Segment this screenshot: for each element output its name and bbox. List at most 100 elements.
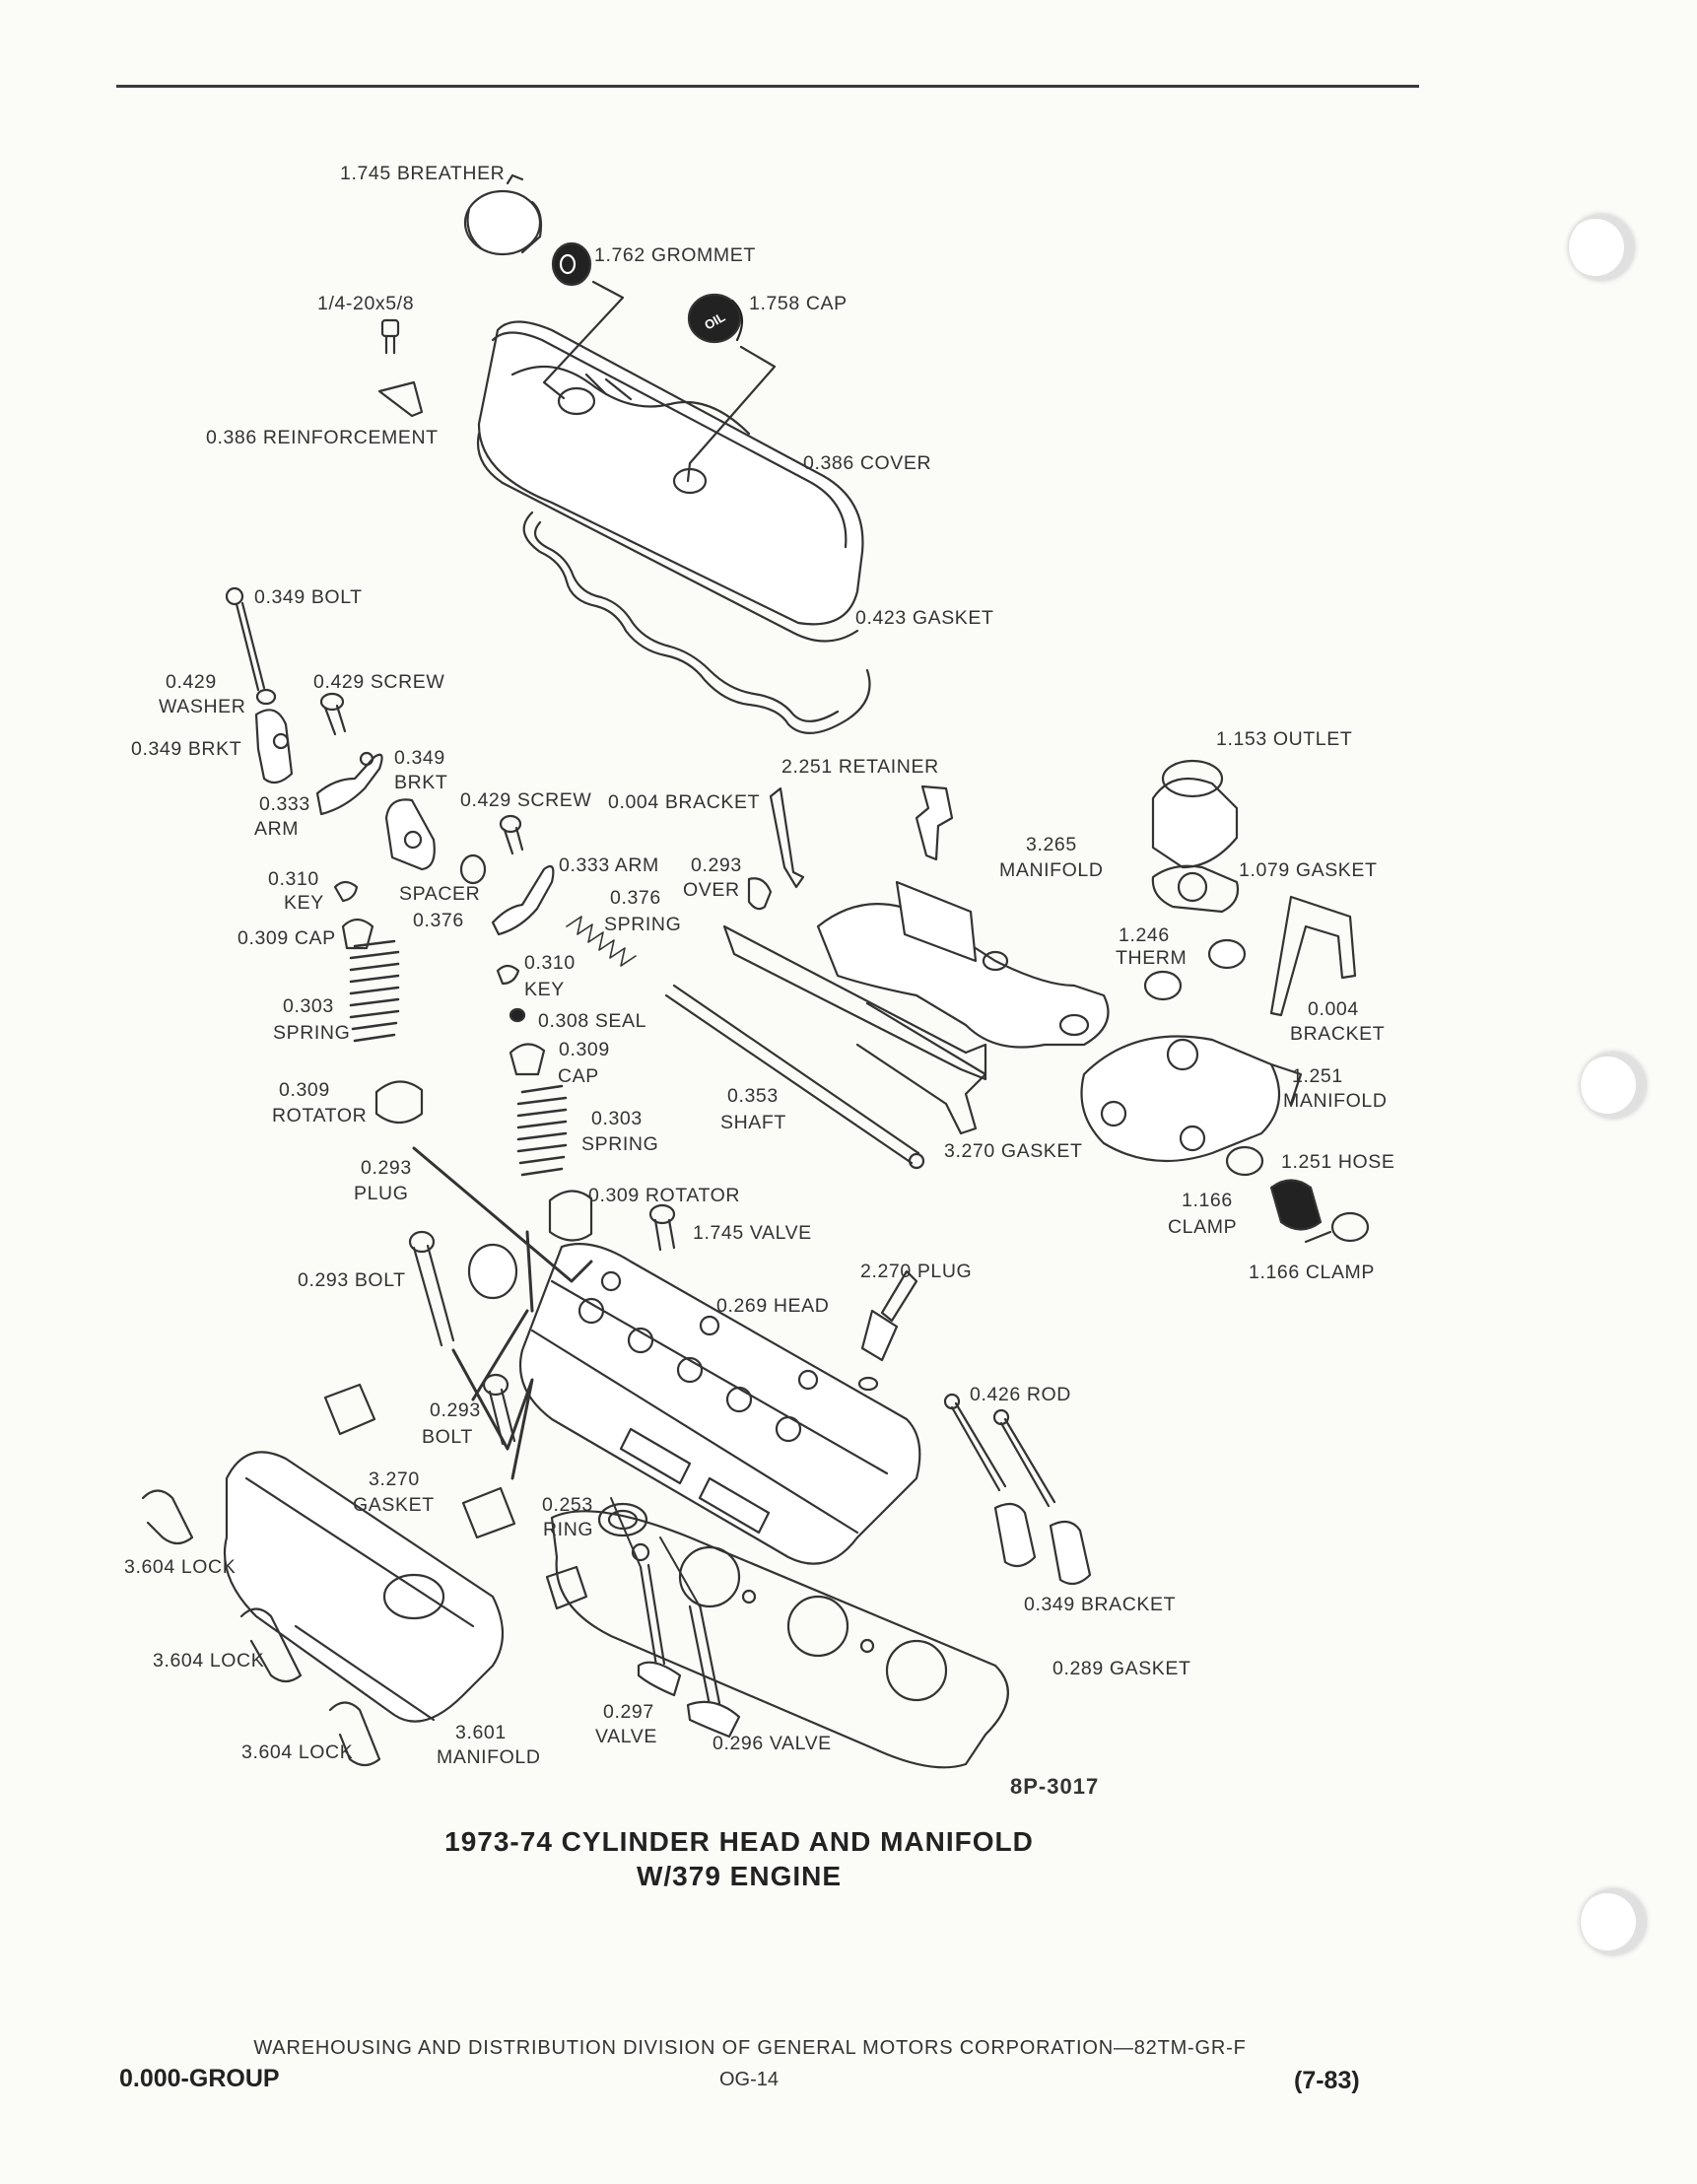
label-shaft-num: 0.353 <box>727 1085 779 1107</box>
bracket-004b-part <box>1269 895 1357 1017</box>
binder-hole-top <box>1569 215 1634 280</box>
label-key-310b-name: KEY <box>524 979 565 1000</box>
label-rotator-309a-name: ROTATOR <box>272 1105 368 1126</box>
label-manifold-3265-num: 3.265 <box>1026 834 1077 855</box>
label-washer-name: WASHER <box>159 696 246 717</box>
label-lock-3604b: 3.604 LOCK <box>153 1650 265 1672</box>
label-gasket-3270b-name: GASKET <box>353 1494 435 1516</box>
ring-253-part <box>597 1502 648 1537</box>
label-spring-376-name: SPRING <box>604 914 682 935</box>
label-spring-303b-name: SPRING <box>581 1133 659 1155</box>
washer-part <box>255 688 277 706</box>
label-key-310a-name: KEY <box>284 892 324 914</box>
label-cap-oil: 1.758 CAP <box>749 293 848 314</box>
label-plug-293-num: 0.293 <box>361 1157 412 1179</box>
label-rotator-309b: 0.309 ROTATOR <box>588 1185 741 1206</box>
label-spring-303a-num: 0.303 <box>283 995 334 1017</box>
footer-group: 0.000-GROUP <box>119 2065 280 2092</box>
label-gasket-3270a: 3.270 GASKET <box>944 1140 1083 1162</box>
label-brkt-349b-name: BRKT <box>394 772 448 793</box>
label-seal-308: 0.308 SEAL <box>538 1010 647 1032</box>
cover-gasket-inner <box>533 520 840 722</box>
label-spring-376-num: 0.376 <box>610 887 661 909</box>
label-rod-426: 0.426 ROD <box>970 1384 1071 1405</box>
label-bracket-004b-name: BRACKET <box>1290 1023 1386 1045</box>
pushrod-parts <box>943 1393 1056 1508</box>
label-gasket-423: 0.423 GASKET <box>855 607 994 629</box>
rocker-arm-left <box>315 751 383 816</box>
valve-296-part <box>686 1603 741 1739</box>
bolt-293a-part <box>408 1230 455 1347</box>
label-bolt-293b-num: 0.293 <box>430 1399 481 1421</box>
label-grommet: 1.762 GROMMET <box>594 244 756 266</box>
seal-308-part <box>509 1007 526 1023</box>
exhaust-manifold-3265 <box>816 880 1110 1049</box>
label-plug-2270: 2.270 PLUG <box>860 1261 973 1282</box>
label-bracket-004b-num: 0.004 <box>1308 998 1359 1020</box>
spring-376-part <box>566 916 637 967</box>
oil-cap-part <box>687 293 744 344</box>
head-gasket-part <box>550 1510 1009 1769</box>
screw-429b-part <box>499 814 524 855</box>
label-spacer-num: 0.376 <box>413 910 464 931</box>
cover-gasket-part <box>522 511 871 734</box>
label-bolt-349: 0.349 BOLT <box>254 586 363 608</box>
lifter-parts <box>993 1502 1092 1586</box>
label-therm-name: THERM <box>1116 947 1188 969</box>
rocker-bracket-left <box>254 709 294 785</box>
label-manifold-3265-name: MANIFOLD <box>999 859 1104 881</box>
label-washer-num: 0.429 <box>166 671 217 693</box>
label-valve-297-num: 0.297 <box>603 1701 654 1723</box>
screw-429-part <box>319 692 347 736</box>
ring-253-inner <box>607 1509 639 1531</box>
rocker-shaft-part <box>664 984 920 1165</box>
lock-3604c-part <box>328 1701 381 1767</box>
lock-3604b-part <box>239 1607 303 1683</box>
label-clamp-1166a-name: CLAMP <box>1168 1216 1238 1238</box>
label-brkt-349a: 0.349 BRKT <box>131 738 242 760</box>
label-manifold-1251-name: MANIFOLD <box>1283 1090 1388 1112</box>
small-bolt-part <box>380 318 400 355</box>
plug-293-part <box>467 1243 518 1300</box>
leader-bolt <box>451 1348 534 1480</box>
label-bolt-293a: 0.293 BOLT <box>298 1269 406 1291</box>
label-clamp-1166b: 1.166 CLAMP <box>1249 1262 1375 1283</box>
leader-plug <box>412 1146 593 1283</box>
label-plug-293-name: PLUG <box>354 1183 409 1204</box>
page-title: 1973-74 CYLINDER HEAD AND MANIFOLD <box>444 1826 1034 1857</box>
gasket-3270b-part3 <box>545 1565 588 1610</box>
label-spacer-name: SPACER <box>399 883 481 905</box>
label-bolt-quarter: 1/4-20x5/8 <box>317 293 415 314</box>
valve-297-part <box>637 1563 682 1697</box>
leader-rotator <box>471 1230 534 1401</box>
retainer-part <box>915 785 954 861</box>
valve-1745-part <box>648 1203 676 1252</box>
label-cap-309b-num: 0.309 <box>559 1039 610 1060</box>
binder-hole-bottom <box>1581 1889 1646 1954</box>
label-rotator-309a-num: 0.309 <box>279 1079 330 1101</box>
label-key-310b-num: 0.310 <box>524 952 576 974</box>
reinforcement-part <box>377 380 424 418</box>
label-gasket-3270b-num: 3.270 <box>369 1468 420 1490</box>
label-brkt-349b-num: 0.349 <box>394 747 445 769</box>
long-bolt-part <box>225 586 266 692</box>
binder-hole-middle <box>1581 1053 1646 1118</box>
label-bolt-293b-name: BOLT <box>422 1426 473 1448</box>
rocker-rail-part2 <box>855 1001 987 1135</box>
leader-valves <box>610 1497 701 1607</box>
label-reinforcement: 0.386 REINFORCEMENT <box>206 427 439 448</box>
label-ring-253-num: 0.253 <box>542 1494 593 1516</box>
intake-manifold-3601 <box>223 1451 504 1723</box>
label-valve-296: 0.296 VALVE <box>713 1733 832 1754</box>
label-ring-253-name: RING <box>543 1519 594 1540</box>
rotator-309b-part <box>548 1190 593 1242</box>
water-outlet-part <box>1151 759 1239 869</box>
label-therm-num: 1.246 <box>1119 924 1170 946</box>
label-outlet: 1.153 OUTLET <box>1216 728 1353 750</box>
cap-309b-part <box>509 1043 546 1076</box>
label-cover: 0.386 COVER <box>803 452 932 474</box>
rocker-bracket-center <box>384 798 436 871</box>
spacer-part <box>459 853 487 885</box>
label-cap-309a: 0.309 CAP <box>238 927 336 949</box>
